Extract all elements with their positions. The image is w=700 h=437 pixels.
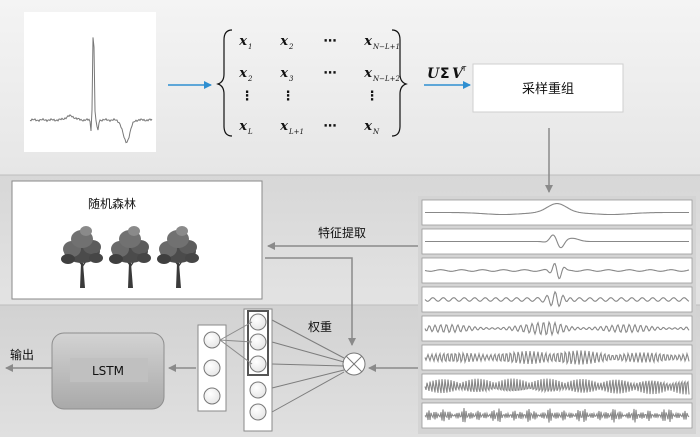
lstm-label: LSTM xyxy=(92,364,124,378)
matrix-cell: ⋮ xyxy=(241,89,254,104)
matrix-cell: x xyxy=(279,119,288,134)
ecg-panel xyxy=(24,12,156,152)
matrix-subscript: 3 xyxy=(289,75,294,83)
random-forest-label: 随机森林 xyxy=(88,196,136,211)
matrix-subscript: L+1 xyxy=(288,128,304,136)
feature-extract-label: 特征提取 xyxy=(318,225,366,240)
input-node xyxy=(249,381,267,399)
matrix-cell: ⋮ xyxy=(366,89,379,104)
input-node xyxy=(249,333,267,351)
matrix-cell: x xyxy=(279,34,288,49)
layer-connections xyxy=(219,321,253,365)
component-signal xyxy=(424,262,690,280)
matrix-cell: x xyxy=(363,119,372,134)
component-signal xyxy=(424,350,690,366)
matrix-subscript: L xyxy=(247,128,253,136)
hidden-node xyxy=(203,359,221,377)
selected-nodes-box xyxy=(247,310,269,376)
resample-label: 采样重组 xyxy=(522,81,574,97)
component-signal xyxy=(424,378,690,395)
matrix-cell: ⋯ xyxy=(324,34,337,49)
circled-times-icon xyxy=(342,352,366,376)
component-signal xyxy=(424,407,690,423)
hidden-node xyxy=(203,331,221,349)
right-brace xyxy=(391,29,408,137)
component-signal xyxy=(425,234,689,249)
component-signal xyxy=(425,203,689,216)
weight-fan xyxy=(271,319,345,413)
matrix-cell: x xyxy=(279,66,288,81)
matrix-cell: ⋯ xyxy=(324,66,337,81)
svd-u: U xyxy=(427,66,440,82)
matrix-cell: ⋮ xyxy=(282,89,295,104)
lstm-label-bg xyxy=(70,358,148,382)
input-node xyxy=(249,355,267,373)
svd-sigma: Σ xyxy=(440,66,450,82)
matrix-cell: x xyxy=(363,34,372,49)
output-label: 输出 xyxy=(10,347,34,362)
matrix-cell: x xyxy=(238,66,247,81)
input-node xyxy=(249,403,267,421)
matrix-cell: x xyxy=(238,119,247,134)
matrix-cell: x xyxy=(238,34,247,49)
matrix-subscript: 2 xyxy=(247,75,253,83)
ecg-signal xyxy=(29,37,153,144)
resample-box xyxy=(472,63,624,113)
left-brace xyxy=(216,29,233,137)
matrix-cell: x xyxy=(363,66,372,81)
weight-label: 权重 xyxy=(308,320,332,334)
arrow-forest-to-multiply xyxy=(265,257,356,346)
component-signal xyxy=(424,290,690,308)
matrix-subscript: 1 xyxy=(248,43,252,51)
matrix-subscript: N xyxy=(372,128,380,136)
hidden-node xyxy=(203,387,221,405)
svd-transpose: T xyxy=(461,65,467,73)
svd-label: U Σ V T xyxy=(427,65,467,82)
matrix-subscript: 2 xyxy=(288,43,294,51)
matrix-cell: ⋯ xyxy=(324,119,337,134)
forest-trees xyxy=(60,225,200,289)
matrix-subscript: N−L+2 xyxy=(372,75,401,83)
component-signal xyxy=(424,320,690,337)
matrix-subscript: N−L+1 xyxy=(372,43,400,51)
svd-v: V xyxy=(452,66,465,82)
input-node xyxy=(249,313,267,331)
component-signal-box xyxy=(421,315,693,342)
